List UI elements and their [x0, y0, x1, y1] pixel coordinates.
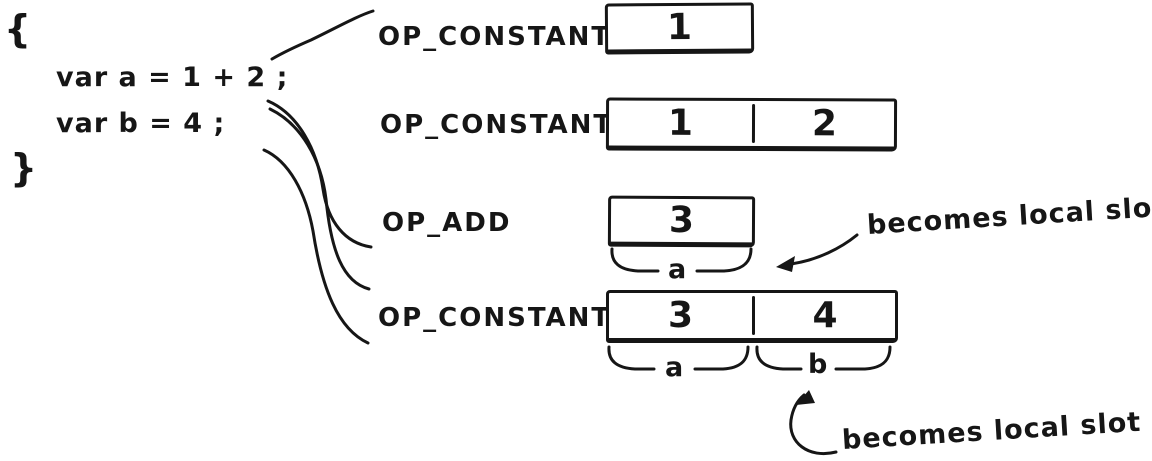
stack-value: 4	[812, 295, 838, 336]
stack-value: 3	[667, 295, 694, 336]
slot-label-b: b	[808, 349, 828, 380]
annotation-arrow-1-shaft	[789, 233, 859, 266]
slot-label-a: a	[665, 352, 684, 383]
stack-box: 1	[604, 2, 755, 55]
stack-box: 3	[607, 195, 756, 248]
code-close-brace: }	[10, 146, 38, 190]
stack-box: 3 4	[606, 290, 898, 343]
code-line-var-b: var b = 4 ;	[56, 108, 226, 139]
stack-box: 1 2	[605, 97, 898, 152]
code-open-brace: {	[4, 7, 32, 51]
stack-value: 2	[811, 103, 838, 145]
slot-brace-row3-left	[610, 247, 660, 273]
opcode-label: OP_ADD	[382, 208, 512, 238]
cell-divider	[752, 295, 755, 336]
connector-curve-to-op-add-2	[268, 107, 371, 291]
stack-value: 3	[668, 199, 695, 242]
slot-label-a: a	[668, 254, 687, 285]
annotation-arrow-1-head	[776, 256, 795, 272]
annotation-arrow-2-head	[796, 390, 815, 405]
slot-brace-row4-b-right	[834, 345, 892, 371]
opcode-label: OP_CONSTANT	[378, 22, 612, 52]
code-line-var-a: var a = 1 + 2 ;	[56, 62, 289, 93]
annotation-arrow-2-shaft	[789, 393, 838, 455]
connector-curve-to-op4	[262, 148, 370, 345]
stack-value: 1	[667, 102, 694, 144]
stack-value: 1	[666, 6, 693, 49]
slot-brace-row4-a-right	[693, 345, 750, 371]
slot-brace-row3-right	[695, 247, 753, 273]
slot-brace-row4-b-left	[755, 345, 803, 371]
connector-curve-to-op1	[270, 9, 375, 61]
opcode-label: OP_CONSTANT	[380, 110, 614, 140]
slot-brace-row4-a-left	[607, 345, 656, 371]
opcode-label: OP_CONSTANT	[378, 303, 612, 333]
